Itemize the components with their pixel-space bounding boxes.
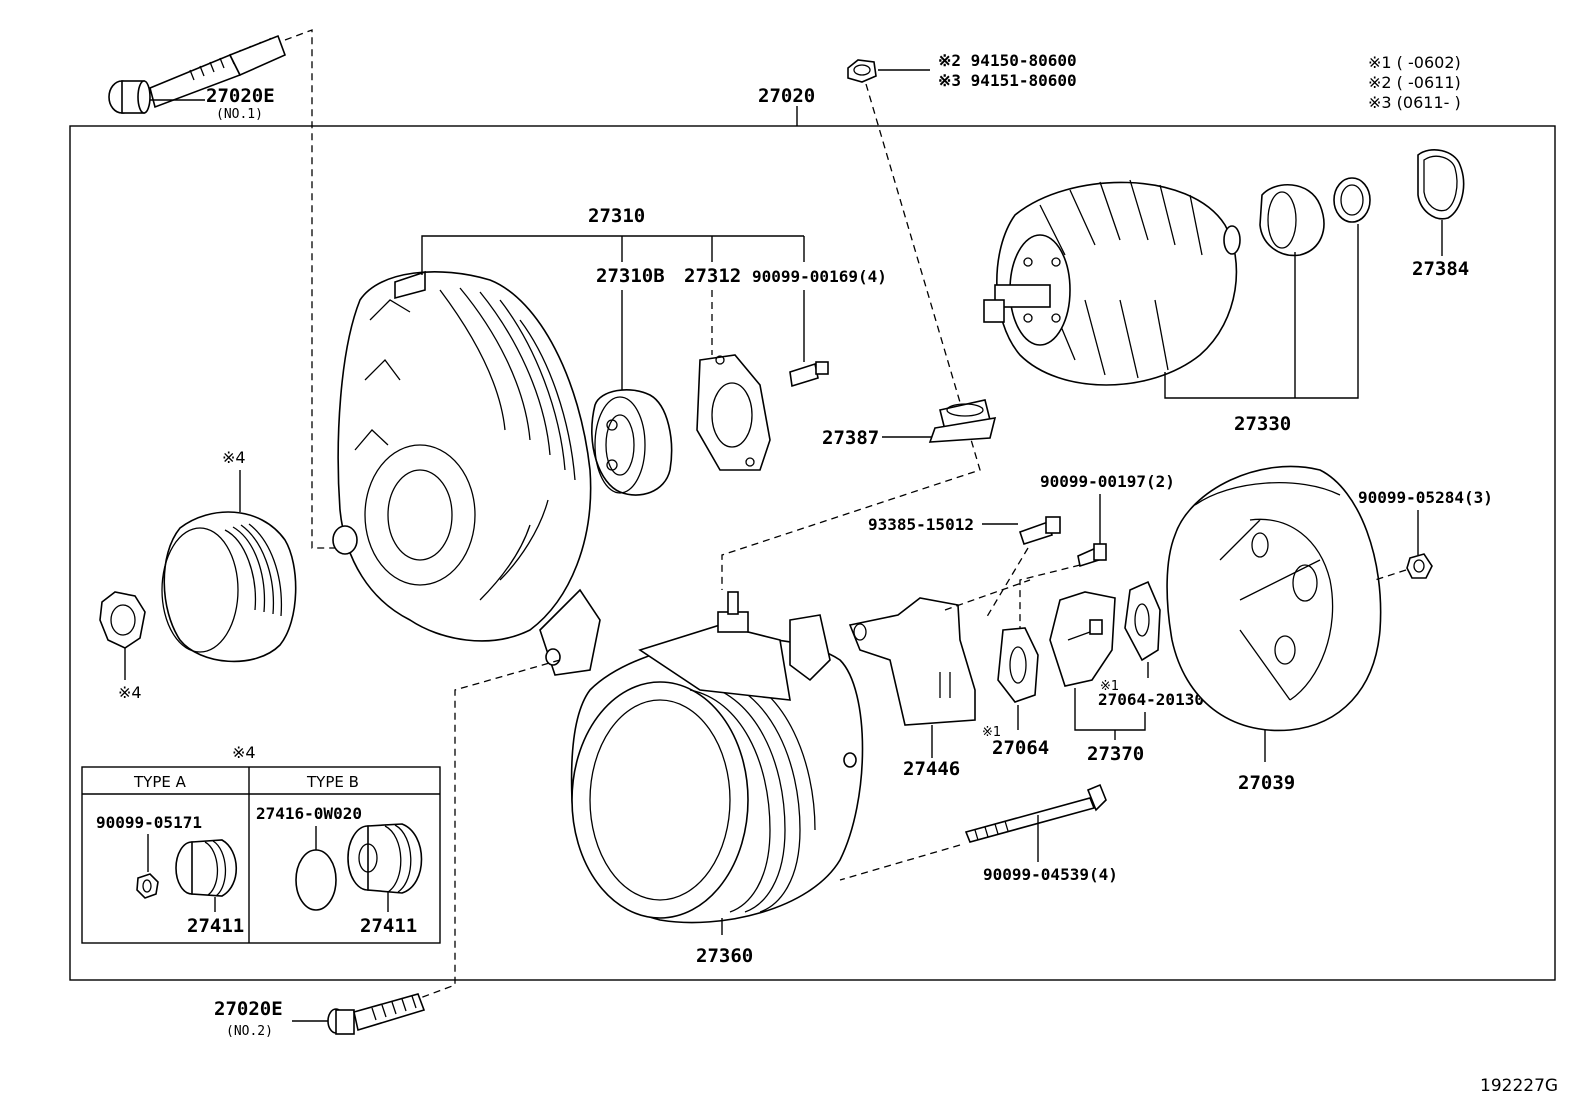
assembly-frame-box	[69, 125, 1556, 981]
inset-a-pulley-label: 27411	[187, 915, 244, 937]
pulley-note-mark: ※4	[222, 448, 246, 467]
figure-code: 192227G	[1480, 1076, 1558, 1096]
rear-end-frame-27039[interactable]	[1166, 465, 1382, 732]
screw-90099-00197[interactable]	[1077, 543, 1107, 568]
label-27446: 27446	[903, 758, 960, 780]
nut-90099-05284[interactable]	[1406, 553, 1433, 579]
inset-title: ※4	[232, 743, 256, 762]
gasket-27064[interactable]	[997, 627, 1039, 703]
inset-a-nut[interactable]	[136, 873, 159, 899]
label-93385-15012: 93385-15012	[868, 515, 974, 534]
label-27020E-no2: 27020E	[214, 998, 283, 1020]
label-27020E-no1-sub: (NO.1)	[216, 107, 263, 122]
label-27360: 27360	[696, 945, 753, 967]
label-94151-80600: ※3 94151-80600	[938, 71, 1077, 90]
gasket-27064-20130[interactable]	[1124, 580, 1161, 662]
regulator-note-mark: ※1	[1100, 679, 1119, 694]
label-27384: 27384	[1412, 258, 1469, 280]
bolt-no2[interactable]	[327, 993, 426, 1035]
inset-type-a: TYPE A	[133, 773, 187, 791]
inset-type-b: TYPE B	[306, 773, 359, 791]
label-27370: 27370	[1087, 743, 1144, 765]
inset-a-nut-label: 90099-05171	[96, 813, 202, 832]
label-27020E-no1: 27020E	[206, 85, 275, 107]
flange-nut-top[interactable]	[847, 59, 877, 83]
inset-b-pulley[interactable]	[347, 823, 423, 894]
label-27310: 27310	[588, 205, 645, 227]
pulley-27411[interactable]	[161, 511, 297, 663]
stator-frame-27360[interactable]	[570, 591, 864, 924]
through-bolt-90099-04539[interactable]	[964, 783, 1107, 843]
label-90099-00169: 90099-00169(4)	[752, 267, 887, 286]
label-27064: 27064	[992, 737, 1049, 759]
label-27312: 27312	[684, 265, 741, 287]
plate-27446[interactable]	[848, 597, 976, 726]
inset-b-cap-label: 27416-0W020	[256, 804, 362, 823]
rotor-27330[interactable]	[983, 179, 1241, 386]
label-90099-00197: 90099-00197(2)	[1040, 472, 1175, 491]
nut-note-mark: ※4	[118, 683, 142, 702]
label-94150-80600: ※2 94150-80600	[938, 51, 1077, 70]
label-27020E-no2-sub: (NO.2)	[226, 1024, 273, 1039]
regulator-27370[interactable]	[1049, 591, 1116, 687]
pulley-type-inset	[81, 766, 441, 944]
label-27039: 27039	[1238, 772, 1295, 794]
screw-93385-15012[interactable]	[1018, 516, 1061, 546]
rotor-washer[interactable]	[1333, 177, 1371, 223]
drive-end-frame[interactable]	[332, 270, 601, 676]
label-90099-05284: 90099-05284(3)	[1358, 488, 1493, 507]
gasket-note-mark: ※1	[982, 725, 1001, 740]
legend-note3: ※3 (0611- )	[1368, 93, 1461, 112]
label-90099-04539: 90099-04539(4)	[983, 865, 1118, 884]
inset-b-pulley-label: 27411	[360, 915, 417, 937]
rotor-bearing[interactable]	[1259, 184, 1325, 257]
inset-a-pulley[interactable]	[175, 839, 237, 897]
terminal-insulator-27387[interactable]	[928, 399, 997, 443]
label-27310B: 27310B	[596, 265, 665, 287]
inset-b-cap[interactable]	[295, 849, 337, 911]
label-27020: 27020	[758, 85, 815, 107]
label-27064-20130: 27064-20130	[1098, 690, 1204, 709]
label-27330: 27330	[1234, 413, 1291, 435]
bearing-27310b[interactable]	[591, 389, 673, 496]
bearing-retainer-27312[interactable]	[696, 354, 771, 471]
legend-note1: ※1 ( -0602)	[1368, 53, 1461, 72]
bolt-no1[interactable]	[108, 34, 287, 114]
legend-note2: ※2 ( -0611)	[1368, 73, 1461, 92]
label-27387: 27387	[822, 427, 879, 449]
cover-plate-27384[interactable]	[1417, 149, 1465, 220]
screw-90099-00169[interactable]	[789, 361, 829, 388]
pulley-nut[interactable]	[99, 591, 146, 649]
